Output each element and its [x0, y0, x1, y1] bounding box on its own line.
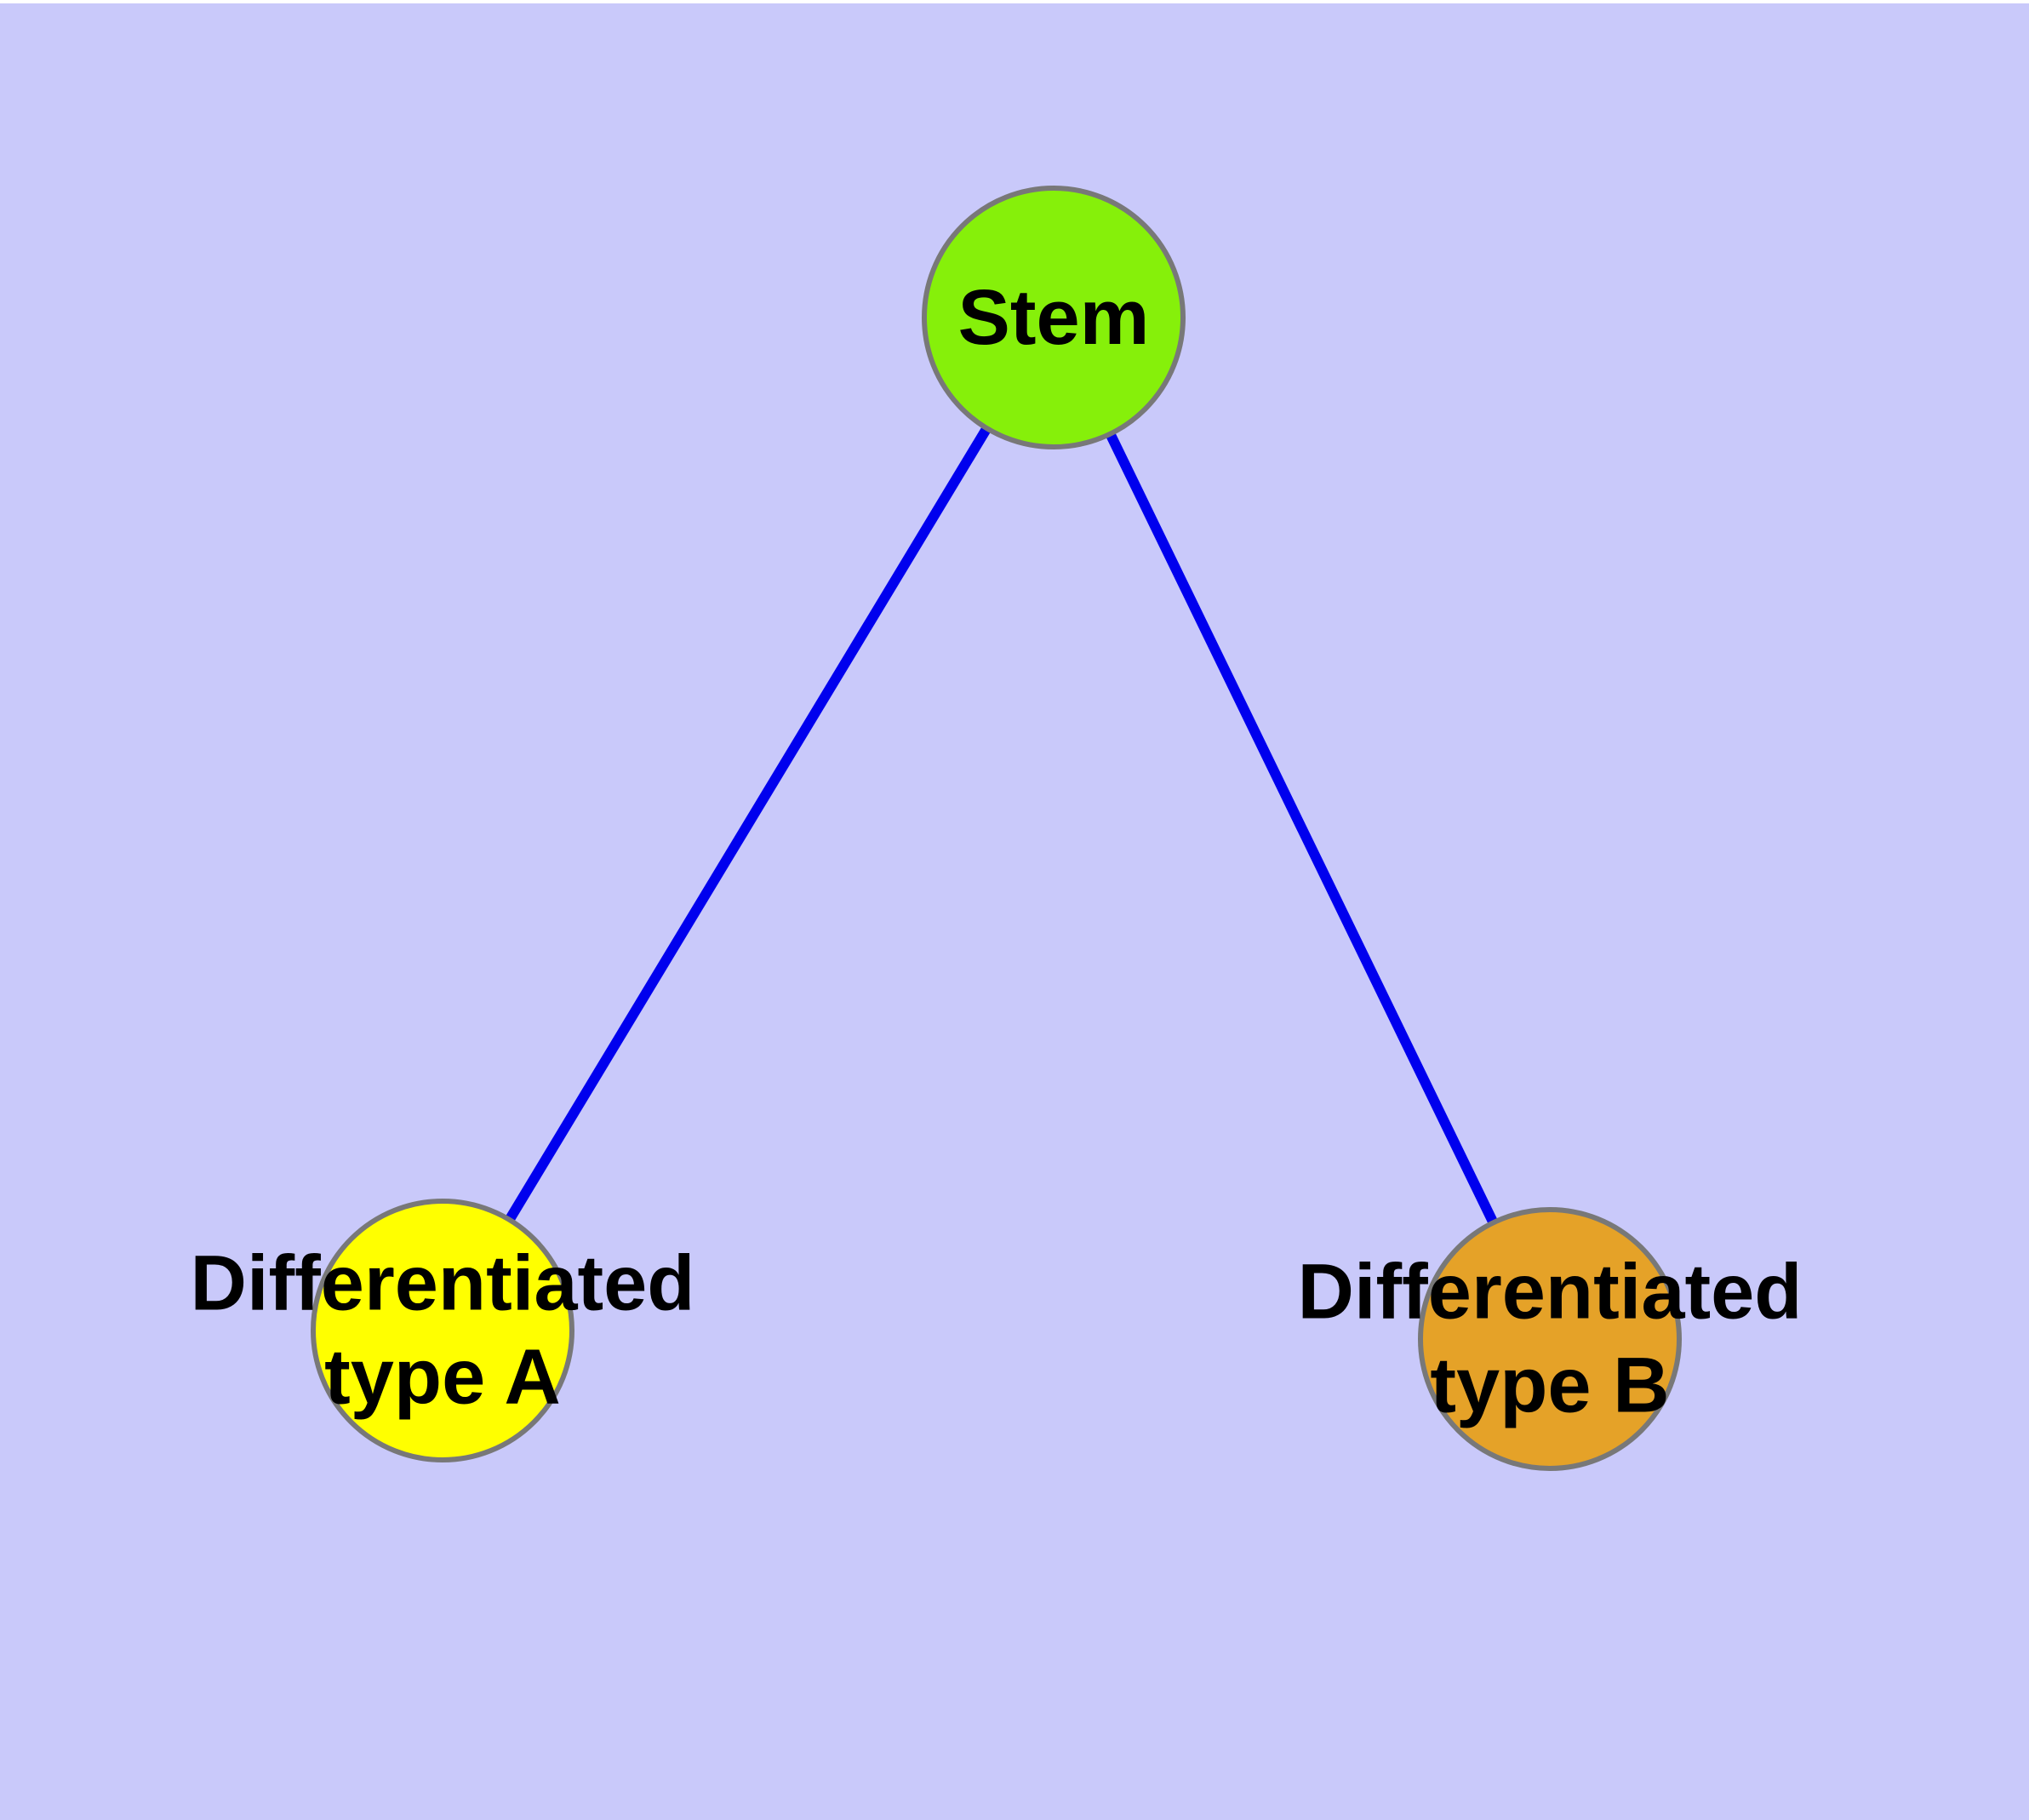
edge-stem-to-differentiated-type-a [437, 314, 1059, 1334]
node-differentiated-type-a-circle [311, 1199, 574, 1462]
node-differentiated-type-b-circle [1418, 1207, 1682, 1471]
edges-layer [437, 314, 1555, 1342]
node-stem-circle [922, 186, 1186, 449]
nodes-layer [311, 186, 1682, 1471]
edge-stem-to-differentiated-type-b [1049, 315, 1555, 1342]
